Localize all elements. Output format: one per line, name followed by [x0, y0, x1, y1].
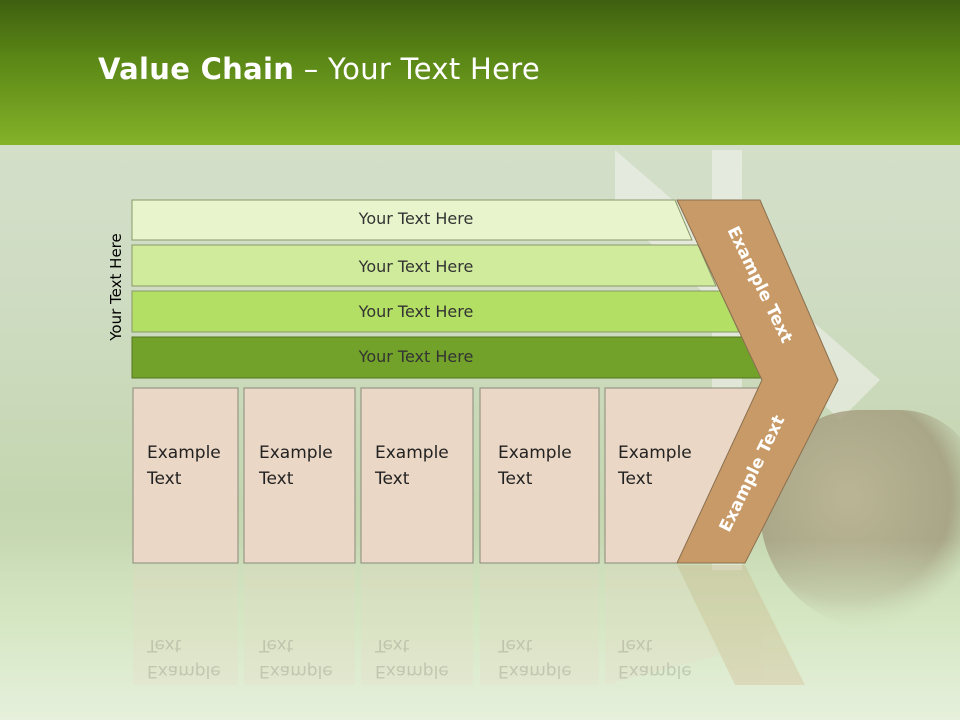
box-1-line-2: Text	[147, 469, 182, 489]
box-5-reflection-line-1: Example	[618, 661, 692, 681]
band-1-label: Your Text Here	[358, 209, 474, 228]
box-3-reflection-line-1: Example	[375, 661, 449, 681]
box-5-line-1: Example	[618, 443, 692, 463]
band-1	[131, 199, 693, 241]
box-2-line-1: Example	[259, 443, 333, 463]
box-3-reflection-line-2: Text	[375, 635, 410, 655]
page-title: Value Chain – Your Text Here	[98, 52, 540, 86]
title-bold: Value Chain	[98, 52, 295, 86]
box-1-label-reflection: Example Text	[147, 632, 221, 684]
band-2-label: Your Text Here	[358, 257, 474, 276]
box-4-line-2: Text	[498, 469, 533, 489]
box-1-reflection-line-2: Text	[147, 635, 182, 655]
box-4-line-1: Example	[498, 443, 572, 463]
band-4-label: Your Text Here	[358, 347, 474, 366]
box-5-label-reflection: Example Text	[618, 632, 692, 684]
boxes-reflection	[133, 565, 805, 685]
box-1-line-1: Example	[147, 443, 221, 463]
box-4-reflection-line-1: Example	[498, 661, 572, 681]
chevron-arrow	[676, 199, 839, 564]
band-3-label: Your Text Here	[358, 302, 474, 321]
box-3-label-reflection: Example Text	[375, 632, 449, 684]
grass-image	[0, 540, 960, 720]
box-5-reflection-line-2: Text	[618, 635, 653, 655]
box-2	[243, 387, 356, 564]
box-3-line-1: Example	[375, 443, 449, 463]
box-2-line-2: Text	[259, 469, 294, 489]
box-4-label-reflection: Example Text	[498, 632, 572, 684]
box-1-reflection-line-1: Example	[147, 661, 221, 681]
header-bar	[0, 0, 960, 145]
box-4-reflection-line-2: Text	[498, 635, 533, 655]
box-3	[360, 387, 474, 564]
box-1	[132, 387, 239, 564]
box-3-line-2: Text	[375, 469, 410, 489]
box-5-line-2: Text	[618, 469, 653, 489]
box-2-label-reflection: Example Text	[259, 632, 333, 684]
box-2-reflection-line-2: Text	[259, 635, 294, 655]
band-2	[131, 244, 717, 287]
box-2-reflection-line-1: Example	[259, 661, 333, 681]
box-4	[479, 387, 600, 564]
title-rest: – Your Text Here	[294, 52, 540, 86]
